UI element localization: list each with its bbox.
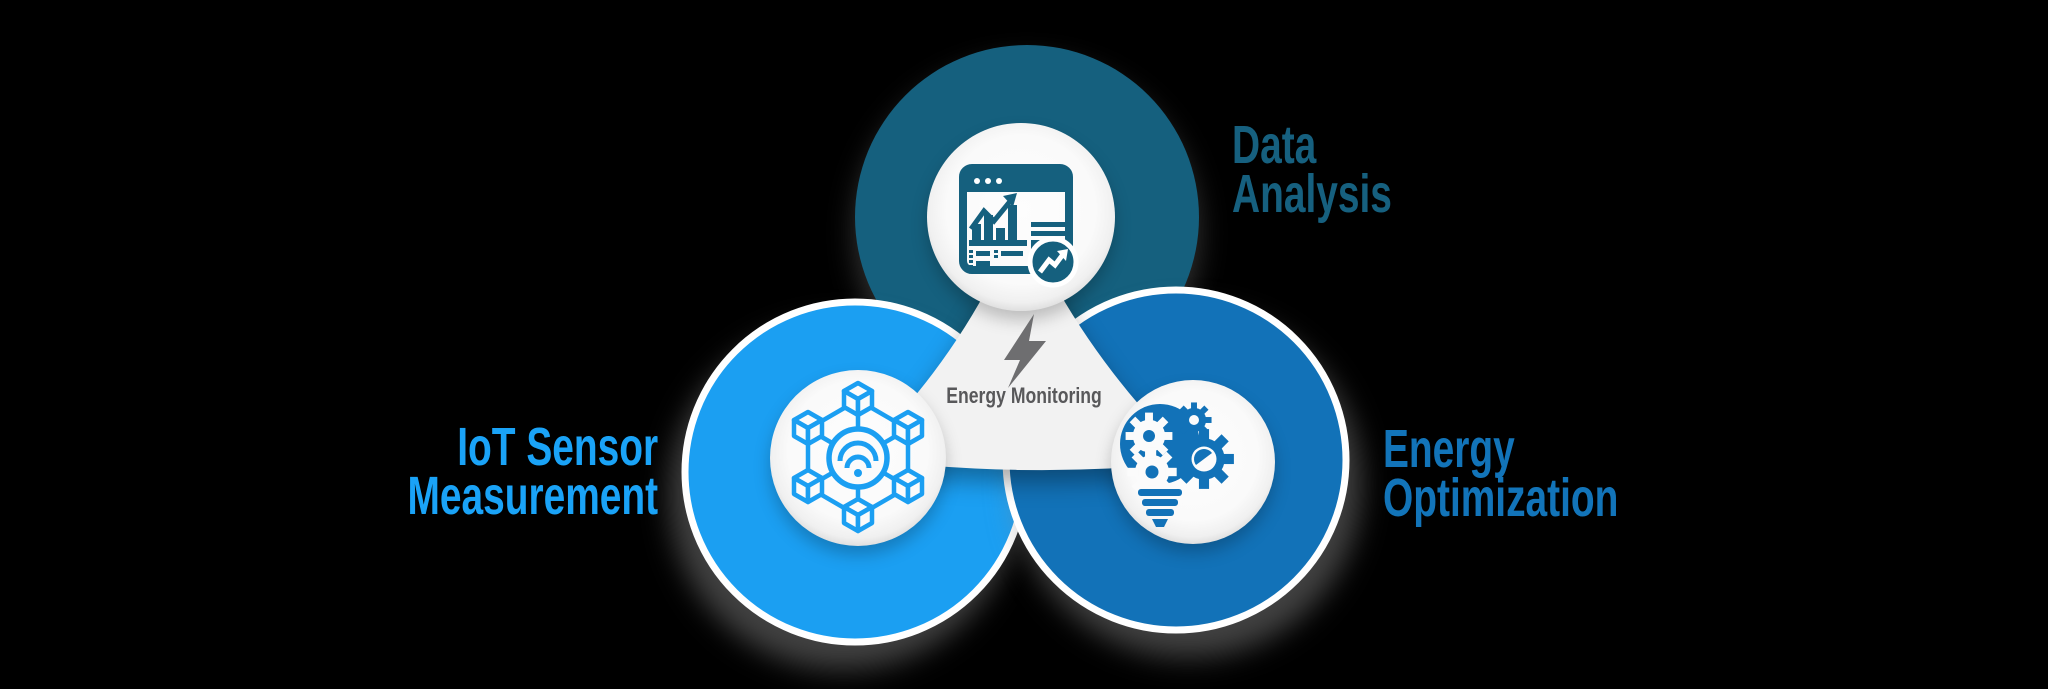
label-data-analysis-line1: Data bbox=[1232, 115, 1317, 175]
wifi-icon bbox=[837, 440, 879, 477]
label-energy-opt-line1: Energy bbox=[1383, 419, 1515, 479]
label-data-analysis-line2: Analysis bbox=[1232, 164, 1392, 224]
label-iot-line1: IoT Sensor bbox=[457, 417, 658, 477]
label-energy-optimization: Energy Optimization bbox=[1383, 419, 1619, 528]
lightning-bolt-icon bbox=[1004, 314, 1046, 388]
center-label-line1: Energy bbox=[946, 383, 1006, 408]
lightbulb-gears-icon bbox=[1120, 402, 1234, 527]
center-label-line2: Monitoring bbox=[1010, 383, 1102, 408]
center-label: Energy Monitoring bbox=[904, 383, 1144, 408]
label-iot-sensor-measurement: IoT Sensor Measurement bbox=[407, 417, 658, 526]
iot-network-icon bbox=[794, 383, 922, 531]
label-energy-opt-line2: Optimization bbox=[1383, 468, 1619, 528]
inner-circle-data-analysis bbox=[927, 123, 1115, 311]
label-data-analysis: Data Analysis bbox=[1232, 115, 1392, 224]
label-iot-line2: Measurement bbox=[407, 466, 658, 526]
analytics-dashboard-icon bbox=[959, 164, 1079, 288]
